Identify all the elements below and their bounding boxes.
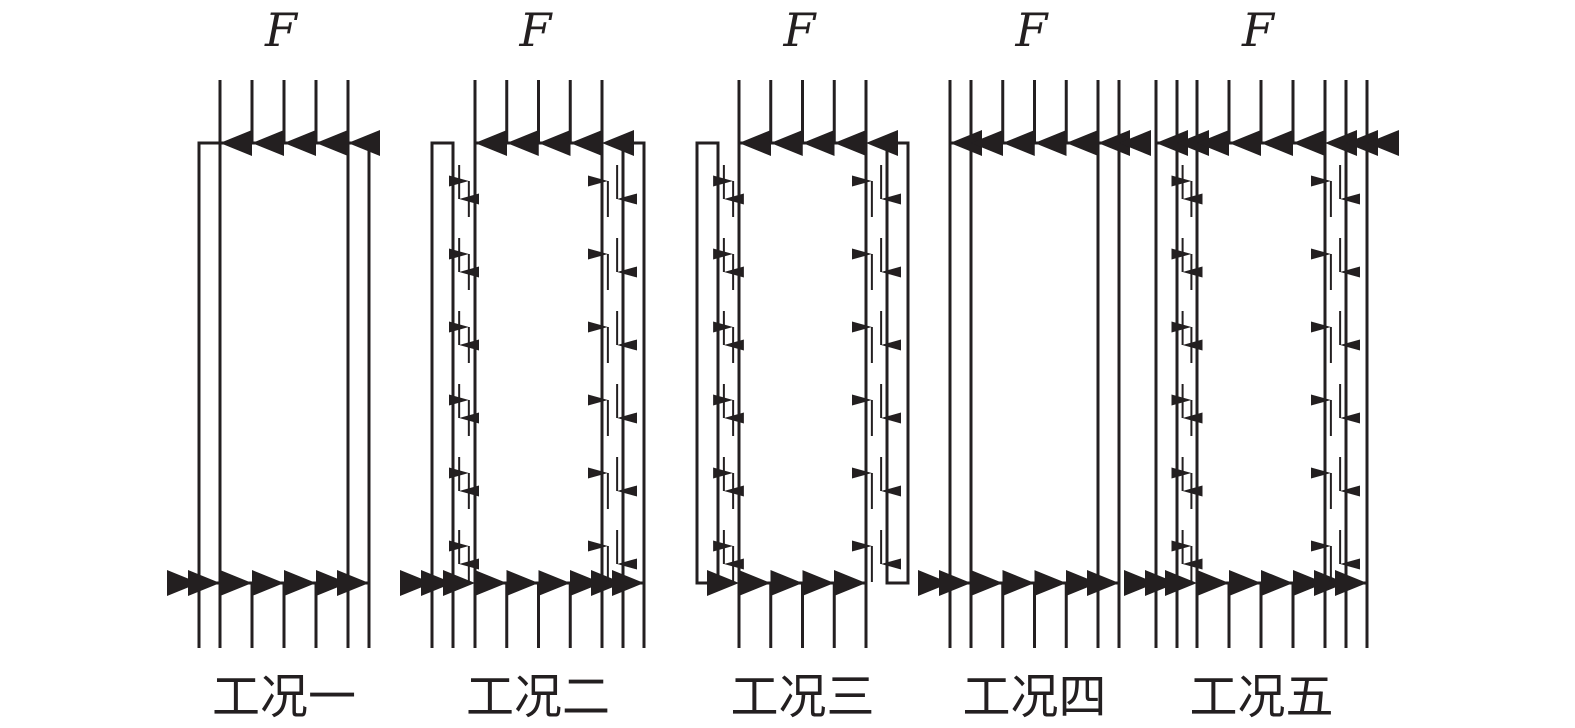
case-1-core-specimen	[218, 141, 350, 585]
case-4-core-specimen	[969, 141, 1100, 585]
case-3-group: F 工况三	[695, 3, 910, 725]
cases-layer: F 工况一 F 工况二 F 工况三 F 工况四 F 工况五	[167, 3, 1399, 725]
case-5-label: 工况五	[1189, 669, 1333, 725]
case-1-left-plate	[197, 141, 222, 585]
case-4-label: 工况四	[962, 669, 1106, 725]
case-2-label: 工况二	[466, 669, 610, 725]
case-3-right-plate	[885, 141, 910, 585]
case-3-label: 工况三	[730, 669, 874, 725]
case-3-core-specimen	[737, 141, 868, 585]
case-3-left-plate	[695, 141, 720, 585]
case-5-core-specimen	[1195, 141, 1327, 585]
case-4-left-plate	[948, 141, 973, 585]
case-4-group: F 工况四	[918, 3, 1151, 725]
case-2-right-plate	[621, 141, 646, 585]
case-2-core-specimen	[473, 141, 604, 585]
case-5-right-plate	[1344, 141, 1369, 585]
case-1-right-plate	[346, 141, 371, 585]
case-2-left-plate	[430, 141, 455, 585]
case-5-group: F 工况五	[1124, 3, 1399, 725]
case-5-left-plate	[1154, 141, 1179, 585]
case-4-right-plate	[1096, 141, 1121, 585]
case-1-force-label: F	[264, 3, 299, 57]
case-4-force-label: F	[1015, 3, 1050, 57]
case-1-group: F 工况一	[167, 3, 380, 725]
case-2-group: F 工况二	[400, 3, 646, 725]
case-1-label: 工况一	[212, 669, 356, 725]
case-5-force-label: F	[1241, 3, 1276, 57]
case-3-force-label: F	[783, 3, 818, 57]
case-2-force-label: F	[519, 3, 554, 57]
